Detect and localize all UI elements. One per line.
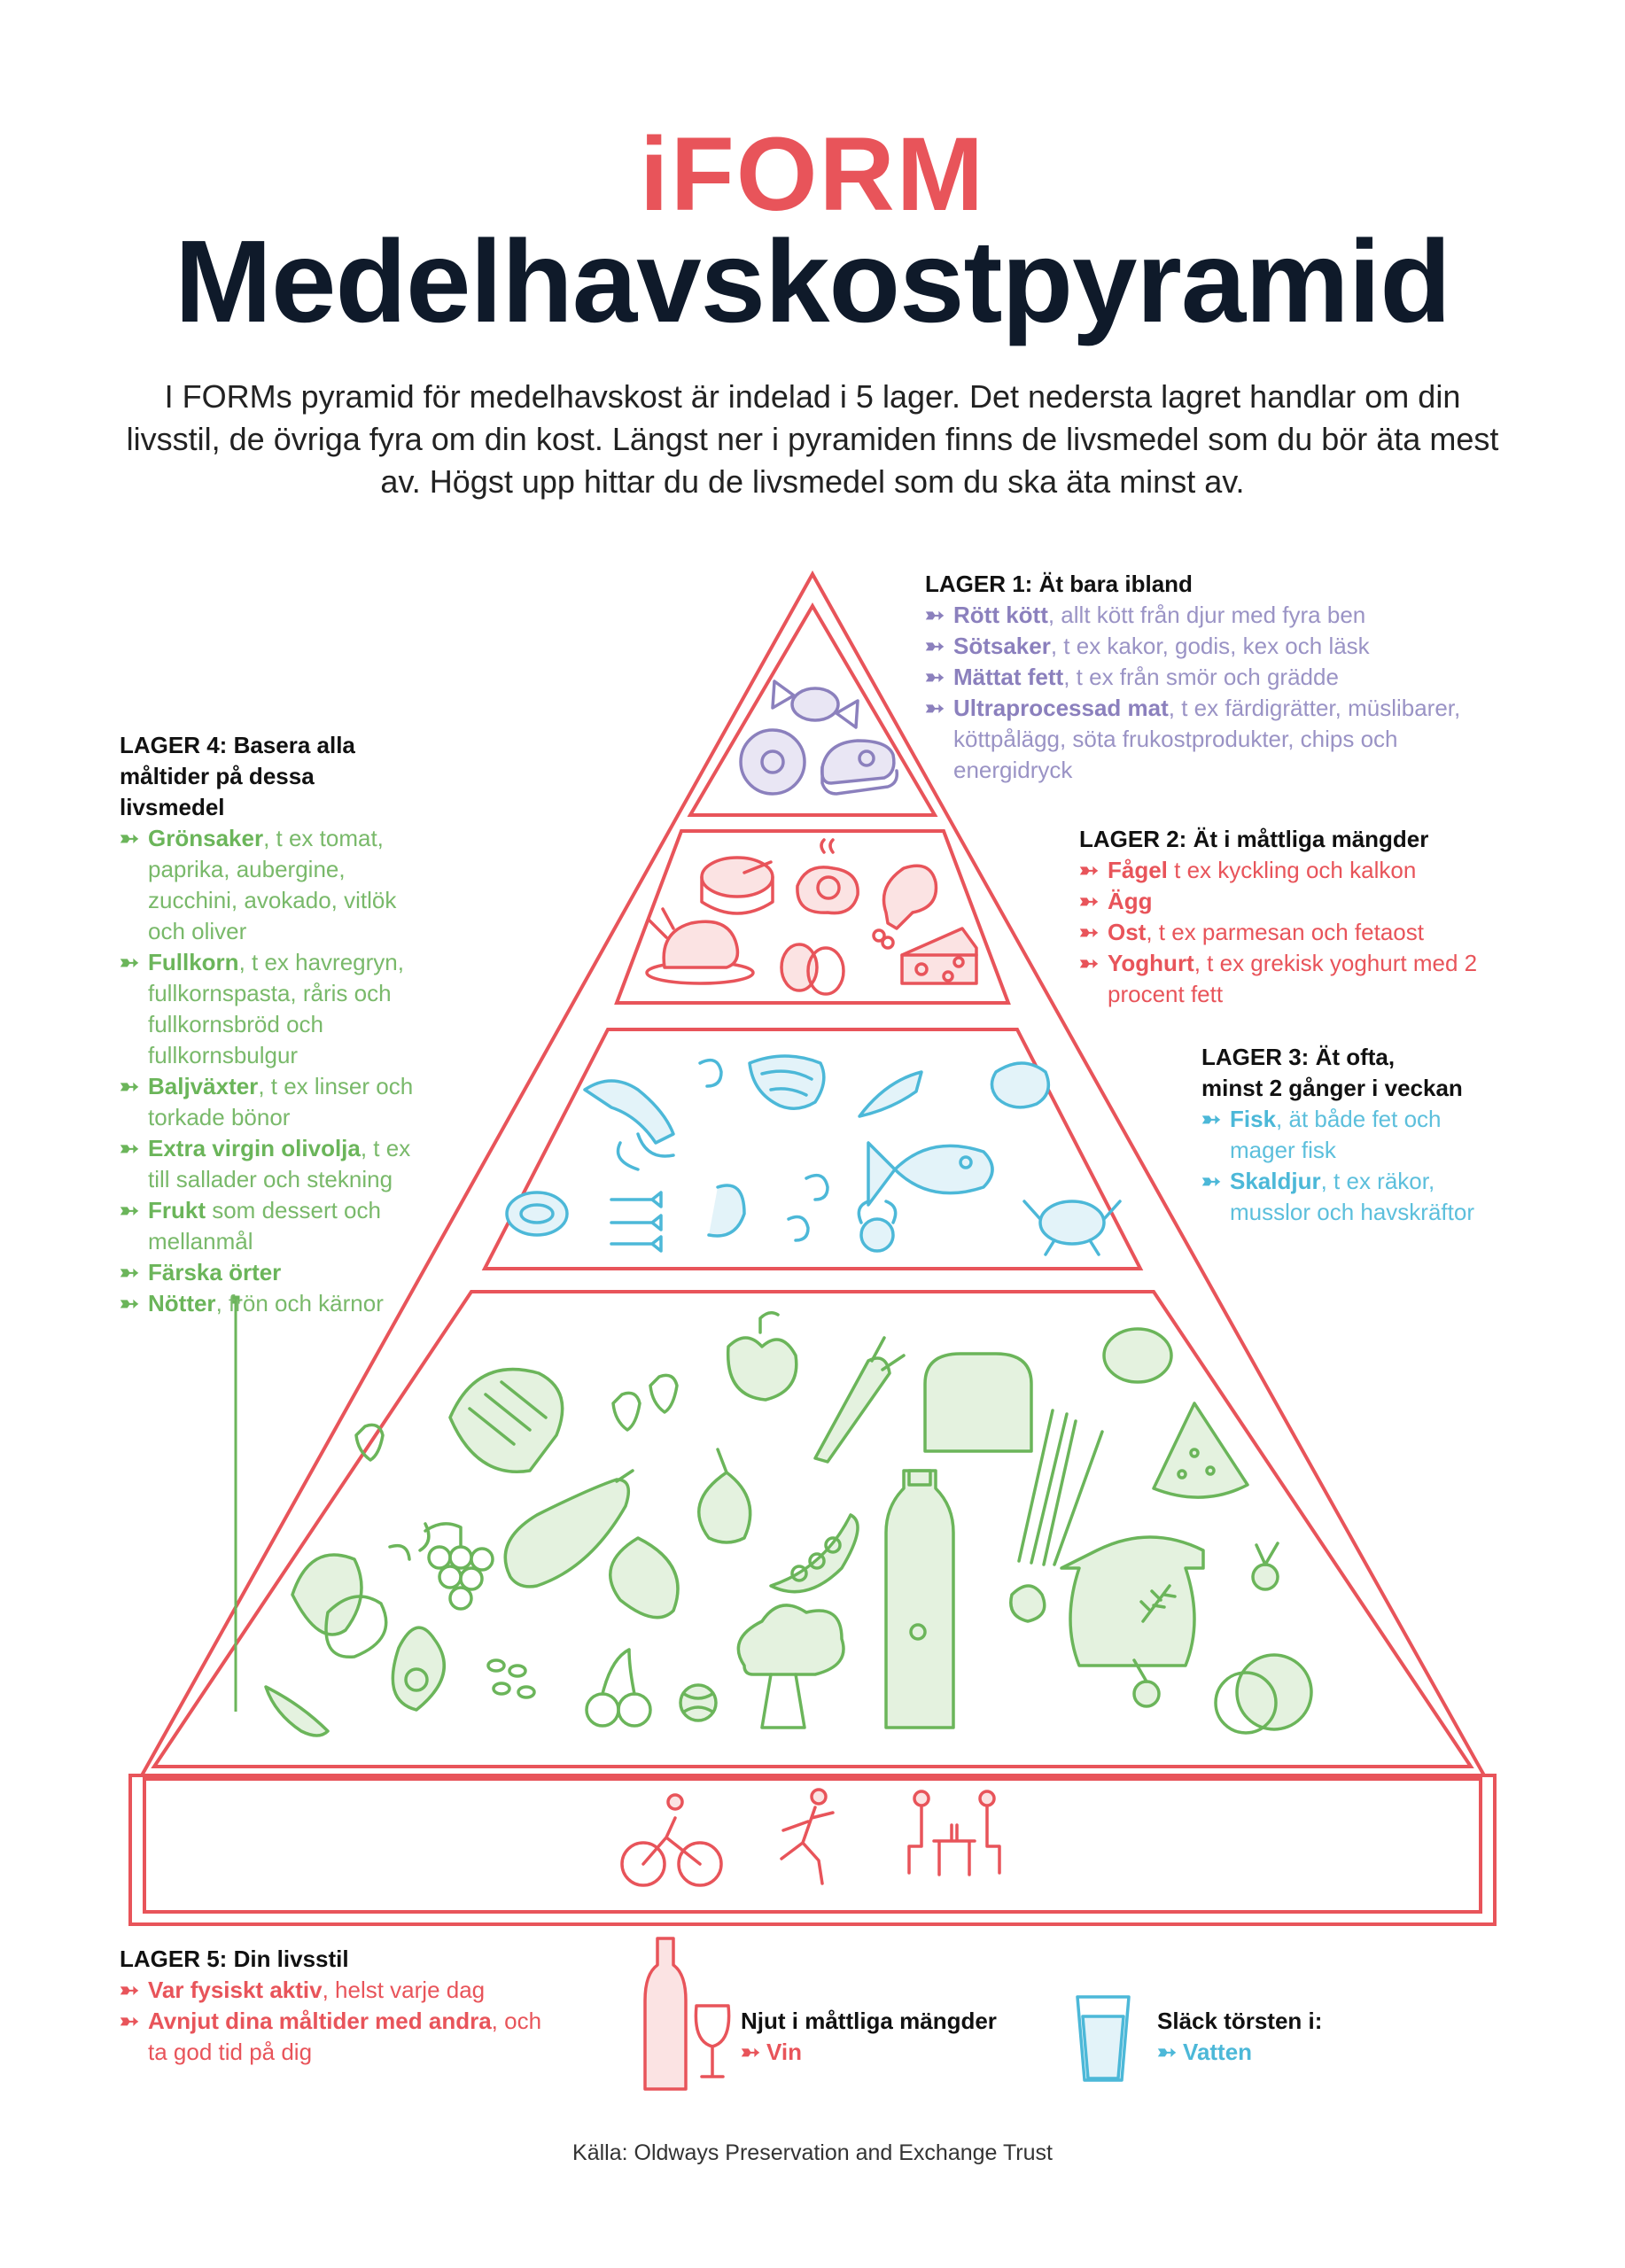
page-title: Medelhavskostpyramid <box>175 216 1451 346</box>
list-item: ➳Skaldjur, t ex räkor, musslor och havsk… <box>1201 1168 1474 1225</box>
list-item: ➳Sötsaker, t ex kakor, godis, kex och lä… <box>925 633 1370 659</box>
brand-logo: iFORM <box>639 116 986 233</box>
peas-icon <box>769 1513 859 1594</box>
pasta-icon <box>1017 1409 1104 1566</box>
list-item: ➳Ost, t ex parmesan och fetaost <box>1079 919 1424 945</box>
base-outline <box>128 1774 1497 1926</box>
cherries-icon <box>585 1648 652 1728</box>
list-item: ➳Extra virgin olivolja, t ex till sallad… <box>120 1135 411 1192</box>
legend-lager-1: LAGER 1: Ät bara ibland ➳Rött kött, allt… <box>925 569 1474 786</box>
tier-2-frame <box>614 829 1011 1005</box>
cheese-wedge-icon <box>900 927 978 985</box>
water-note-heading: Släck törsten i: <box>1157 2008 1323 2034</box>
grain-sack-icon <box>1060 1535 1205 1667</box>
runner-icon <box>780 1788 835 1885</box>
radish-icon <box>1132 1542 1279 1708</box>
tier-3-frame <box>481 1028 1144 1270</box>
source-credit: Källa: Oldways Preservation and Exchange… <box>572 2140 1053 2165</box>
sardines-icon <box>610 1191 663 1253</box>
legend-lager-4-heading: LAGER 4: Basera alla måltider på dessa l… <box>120 732 355 820</box>
wine-note-item: ➳ Vin <box>741 2039 803 2065</box>
toast-icon <box>923 1352 1033 1453</box>
almond-icon <box>1009 1584 1046 1623</box>
beans-icon <box>486 1658 536 1699</box>
donut-icon <box>739 728 806 796</box>
bread-icon <box>448 1367 564 1473</box>
eggplant-icon <box>503 1469 634 1588</box>
crab-icon <box>1022 1200 1122 1256</box>
list-item: ➳Mättat fett, t ex från smör och grädde <box>925 664 1339 690</box>
list-item: ➳Var fysiskt aktiv, helst varje dag <box>120 1977 486 2003</box>
lemon-icon <box>1102 1327 1173 1384</box>
strawberry-icon <box>611 1373 679 1432</box>
cheese-wheel-icon <box>700 856 774 915</box>
list-item: ➳Fisk, ät både fet och mager fisk <box>1201 1106 1442 1163</box>
list-item: ➳Rött kött, allt kött från djur med fyra… <box>925 602 1366 628</box>
list-item: ➳Färska örter <box>120 1259 282 1285</box>
broccoli-icon <box>736 1604 845 1729</box>
legend-lager-5-heading: LAGER 5: Din livsstil <box>120 1946 349 1972</box>
wine-glass-icon <box>694 2004 731 2078</box>
chili-icon <box>264 1685 330 1737</box>
mussel-icon <box>505 1191 569 1237</box>
candy-icon <box>771 680 859 729</box>
grapes-icon <box>424 1522 494 1611</box>
intro-text: I FORMs pyramid för medelhavskost är ind… <box>126 378 1499 500</box>
steak-icon <box>820 739 899 796</box>
list-item: ➳Baljväxter, t ex linser och torkade bön… <box>120 1073 414 1130</box>
apple-icon <box>726 1311 798 1402</box>
water-note: Släck törsten i: ➳ Vatten <box>1157 2006 1423 2068</box>
salmon-icon <box>748 1054 826 1110</box>
legend-lager-4: LAGER 4: Basera alla måltider på dessa l… <box>120 730 421 1319</box>
wine-bottle-icon <box>643 1937 688 2091</box>
water-glass-icon <box>1076 1995 1131 2082</box>
shrimp-icon <box>698 1058 829 1242</box>
fried-egg-icon <box>796 838 859 915</box>
roast-chicken-icon <box>645 907 755 985</box>
legend-lager-3-heading: LAGER 3: Ät ofta,minst 2 gånger i veckan <box>1201 1044 1463 1101</box>
tier-1-frame <box>687 602 938 817</box>
legend-lager-5: LAGER 5: Din livsstil ➳Var fysiskt aktiv… <box>120 1944 563 2068</box>
list-item: ➳Fullkorn, t ex havregryn, fullkornspast… <box>120 949 404 1068</box>
cyclist-icon <box>620 1793 723 1887</box>
list-item: ➳Ägg <box>1079 888 1153 914</box>
list-item: ➳Yoghurt, t ex grekisk yoghurt med 2 pro… <box>1079 950 1478 1007</box>
avocado-icon <box>391 1626 446 1712</box>
legend-lager-3: LAGER 3: Ät ofta,minst 2 gånger i veckan… <box>1201 1042 1503 1228</box>
wine-note: Njut i måttliga mängder ➳ Vin <box>741 2006 1024 2068</box>
watermelon-icon <box>1152 1402 1249 1499</box>
tier-5-frame <box>143 1777 1482 1914</box>
wine-note-heading: Njut i måttliga mängder <box>741 2008 997 2034</box>
eggs-icon <box>780 943 845 996</box>
list-item: ➳Frukt som dessert och mellanmål <box>120 1197 381 1254</box>
legend-lager-2: LAGER 2: Ät i måttliga mängder ➳Fågel t … <box>1079 824 1496 1010</box>
potato-icon <box>291 1553 388 1658</box>
carrot-icon <box>813 1336 906 1464</box>
water-note-item: ➳ Vatten <box>1157 2039 1253 2065</box>
tier-4-frame <box>151 1290 1474 1768</box>
list-item: ➳Grönsaker, t ex tomat, paprika, aubergi… <box>120 825 397 944</box>
legend-lager-2-heading: LAGER 2: Ät i måttliga mängder <box>1079 826 1429 852</box>
lobster-icon <box>583 1079 675 1171</box>
list-item: ➳Ultraprocessad mat, t ex färdigrätter, … <box>925 695 1461 783</box>
olive-oil-bottle-icon <box>884 1469 955 1729</box>
garlic-icon <box>609 1536 680 1619</box>
beet-icon <box>354 1423 431 1561</box>
walnut-icon <box>679 1683 718 1722</box>
octopus-icon <box>857 1200 898 1253</box>
dinner-table-icon <box>907 1790 1001 1876</box>
oyster-icon <box>990 1061 1051 1109</box>
list-item: ➳Nötter, frön och kärnor <box>120 1290 384 1317</box>
legend-lager-1-heading: LAGER 1: Ät bara ibland <box>925 571 1193 597</box>
fish-icon <box>858 1070 994 1207</box>
pomegranate-icon <box>1214 1653 1313 1735</box>
list-item: ➳Avnjut dina måltider med andra, och ta … <box>120 2008 542 2065</box>
list-item: ➳Fågel t ex kyckling och kalkon <box>1079 857 1417 883</box>
chicken-leg-icon <box>872 864 938 950</box>
onion-icon <box>697 1448 752 1544</box>
